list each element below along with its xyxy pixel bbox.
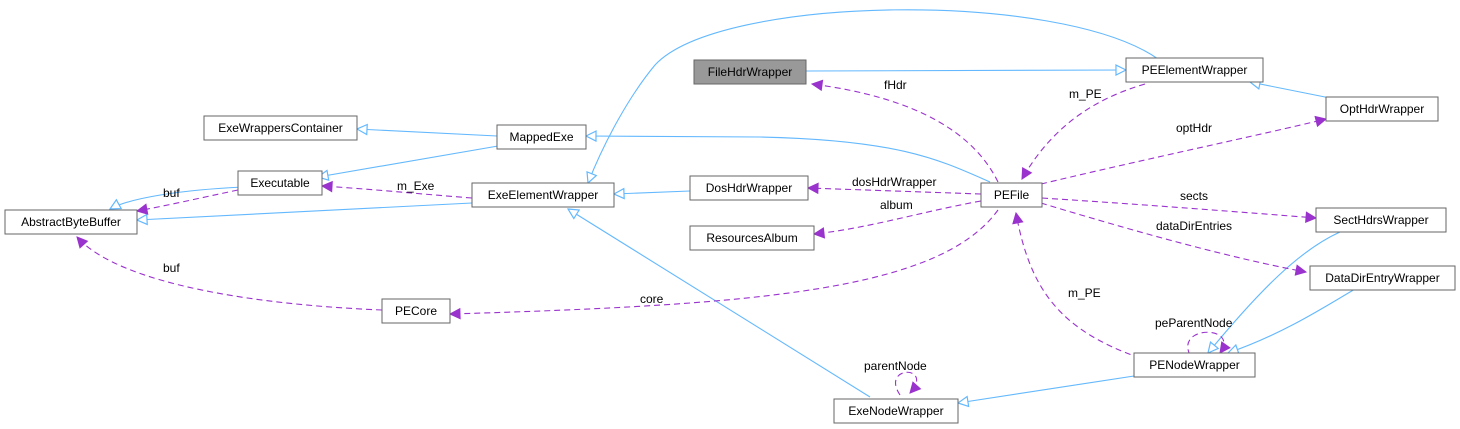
edge-exeelementwrapper-to-abstractbytebuffer [137, 202, 473, 220]
node-label: ExeNodeWrapper [848, 404, 943, 418]
node-box [237, 170, 323, 196]
node-exewrapperscontainer[interactable]: ExeWrappersContainer [203, 115, 358, 141]
node-box [203, 115, 358, 141]
node-box [833, 398, 959, 424]
node-label: ExeWrappersContainer [218, 121, 343, 135]
edge-exeelementwrapper-uses-executable [322, 186, 473, 199]
edge-pefile-uses-opthdrwrapper [1040, 119, 1326, 185]
node-box [381, 298, 451, 324]
edge-pefile-uses-datadirentrywrapper [1040, 202, 1306, 272]
node-label: OptHdrWrapper [1340, 102, 1424, 116]
edge-executable-to-abstractbytebuffer [110, 186, 244, 209]
edge-label-sects: sects [1180, 189, 1208, 203]
edge-exenodewrapper-self-parent [894, 371, 917, 396]
node-label: DosHdrWrapper [706, 181, 792, 195]
edge-mappedexe-to-executable [318, 145, 499, 177]
node-pefile[interactable]: PEFile [980, 182, 1043, 208]
edge-labels: fHdr m_PE optHdr buf m_Exe dosHdrWrapper album… [163, 78, 1233, 373]
edge-label-buf-exec: buf [163, 186, 180, 200]
edge-executable-uses-abstractbytebuffer [137, 189, 239, 211]
usage-edges [77, 83, 1326, 396]
edge-pefile-uses-filehdrwrapper [812, 84, 999, 183]
node-box [471, 182, 615, 208]
edge-exenodewrapper-to-exeelementwrapper [568, 209, 871, 398]
node-datadirentrywrapper[interactable]: DataDirEntryWrapper [1309, 265, 1456, 291]
node-label: SectHdrsWrapper [1333, 213, 1428, 227]
edge-label-peparentnode: peParentNode [1155, 316, 1233, 330]
edge-pefile-uses-resourcesalbum [814, 200, 982, 234]
node-label: PECore [395, 304, 437, 318]
edge-label-core: core [640, 292, 664, 306]
edge-opthdrwrapper-to-peelementwrapper [1250, 82, 1331, 99]
node-label: FileHdrWrapper [708, 65, 792, 79]
edge-pefile-uses-secthdrswrapper [1041, 197, 1316, 218]
node-executable[interactable]: Executable [237, 170, 323, 196]
node-peelementwrapper[interactable]: PEElementWrapper [1125, 57, 1264, 83]
edge-pefile-uses-pecore [450, 209, 999, 314]
node-box [1133, 352, 1256, 378]
node-exenodewrapper[interactable]: ExeNodeWrapper [833, 398, 959, 424]
node-box [1309, 265, 1456, 291]
class-nodes: FileHdrWrapper PEElementWrapperOptHdrWrap… [4, 57, 1456, 424]
edge-penodewrapper-self-parent [1187, 331, 1224, 356]
node-box [4, 209, 138, 235]
node-box [496, 124, 587, 150]
node-label: PEElementWrapper [1142, 63, 1248, 77]
node-label: PEFile [994, 188, 1030, 202]
node-pecore[interactable]: PECore [381, 298, 451, 324]
edge-pecore-uses-abstractbytebuffer [77, 237, 383, 311]
node-mappedexe[interactable]: MappedExe [496, 124, 587, 150]
edge-label-album: album [880, 198, 913, 212]
node-box [1125, 57, 1264, 83]
edge-secthdrswrapper-to-penodewrapper [1208, 231, 1341, 353]
node-box [980, 182, 1043, 208]
edge-pefile-to-exeelementwrapper-curve [588, 9, 1159, 183]
node-label: ExeElementWrapper [488, 188, 599, 202]
edge-label-fhdr: fHdr [884, 78, 907, 92]
node-box [689, 225, 815, 251]
edge-label-m-exe: m_Exe [397, 179, 435, 193]
node-label: AbstractByteBuffer [21, 215, 121, 229]
edge-peelementwrapper-uses-pefile [1022, 83, 1146, 179]
node-label: DataDirEntryWrapper [1325, 271, 1439, 285]
node-box [1315, 207, 1447, 233]
node-filehdrwrapper[interactable]: FileHdrWrapper [693, 59, 807, 85]
node-box [689, 175, 809, 201]
node-box [693, 59, 807, 85]
node-penodewrapper[interactable]: PENodeWrapper [1133, 352, 1256, 378]
inheritance-edges [110, 9, 1356, 403]
edge-doshdrwrapper-to-exeelementwrapper [614, 191, 691, 194]
node-label: Executable [250, 176, 310, 190]
edge-label-buf-core: buf [163, 261, 180, 275]
edge-label-parentnode: parentNode [864, 359, 927, 373]
node-box [1325, 96, 1439, 122]
edge-pefile-to-mappedexe [586, 136, 991, 183]
edge-datadirentrywrapper-to-penodewrapper [1228, 288, 1356, 353]
node-label: MappedExe [509, 130, 573, 144]
edge-label-datadirentries: dataDirEntries [1156, 219, 1232, 233]
node-abstractbytebuffer[interactable]: AbstractByteBuffer [4, 209, 138, 235]
edge-label-m-pe-top: m_PE [1069, 87, 1102, 101]
node-resourcesalbum[interactable]: ResourcesAlbum [689, 225, 815, 251]
node-label: ResourcesAlbum [706, 231, 797, 245]
node-exeelementwrapper[interactable]: ExeElementWrapper [471, 182, 615, 208]
edge-penodewrapper-uses-pefile [1016, 213, 1141, 359]
edge-filehdrwrapper-to-peelementwrapper [805, 70, 1126, 71]
edge-mappedexe-to-exewrapperscontainer [357, 129, 498, 137]
edge-label-m-pe-bottom: m_PE [1068, 286, 1101, 300]
edge-pefile-uses-doshdrwrapper [808, 188, 982, 195]
edge-label-doshdrwrapper: dosHdrWrapper [852, 175, 936, 189]
edge-label-opthdr: optHdr [1176, 121, 1212, 135]
node-doshdrwrapper[interactable]: DosHdrWrapper [689, 175, 809, 201]
node-secthdrswrapper[interactable]: SectHdrsWrapper [1315, 207, 1447, 233]
edge-penodewrapper-to-exenodewrapper [958, 375, 1135, 403]
node-label: PENodeWrapper [1149, 358, 1240, 372]
node-opthdrwrapper[interactable]: OptHdrWrapper [1325, 96, 1439, 122]
